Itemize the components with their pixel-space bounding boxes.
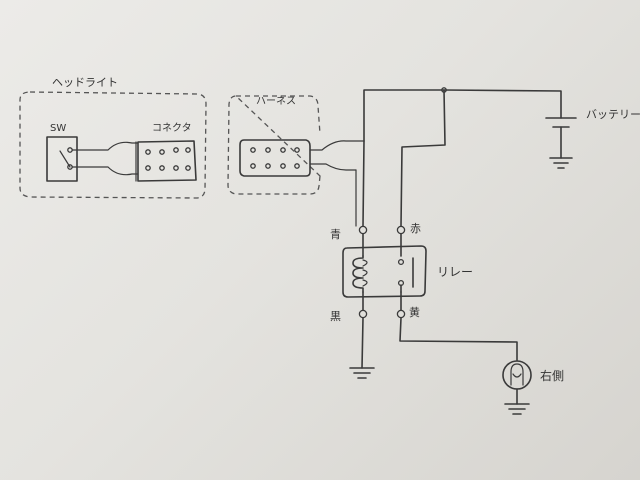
terminal-yellow: [396, 309, 406, 319]
switch-icon: [59, 147, 73, 170]
relay-feed-wire: [400, 89, 446, 227]
ground-icon: [549, 157, 573, 169]
connector-pins: [145, 147, 191, 171]
ground-icon: [349, 367, 375, 379]
harness-pins: [250, 147, 300, 169]
yellow-label: 黄: [409, 305, 420, 319]
switch-wire-bottom: [71, 166, 139, 176]
switch-label: SW: [50, 123, 66, 134]
red-label: 赤: [410, 222, 421, 235]
junction-dot: [441, 87, 447, 93]
connector-label: コネクタ: [152, 122, 192, 134]
headlight-label: ヘッドライト: [52, 76, 118, 89]
black-label: 黒: [330, 310, 341, 323]
contact-upper: [397, 258, 405, 266]
coil-feed-wire: [362, 140, 365, 227]
relay-label: リレー: [437, 265, 473, 279]
lamp-wire: [399, 317, 518, 361]
battery-label: バッテリー: [586, 108, 640, 121]
ground-icon: [504, 403, 530, 415]
relay-body: [342, 245, 427, 298]
harness-connector: [239, 139, 311, 177]
switch-box: [46, 136, 78, 182]
terminal-black: [358, 309, 368, 319]
switch-wire-top: [71, 141, 139, 151]
terminal-red: [396, 225, 406, 235]
relay-coil-icon: [352, 255, 364, 293]
right-side-label: 右側: [540, 368, 564, 383]
headlight-boundary: [19, 91, 207, 199]
connector-body: [137, 140, 197, 182]
blue-label: 青: [330, 228, 341, 241]
lamp-icon: [502, 360, 532, 390]
supply-wire: [363, 89, 562, 142]
harness-wire-b: [309, 163, 357, 171]
battery-icon: [545, 117, 577, 159]
harness-label: ハーネス: [256, 95, 296, 107]
harness-wire-a: [309, 140, 365, 151]
terminal-blue: [358, 225, 368, 235]
harness-boundary: [227, 95, 321, 195]
